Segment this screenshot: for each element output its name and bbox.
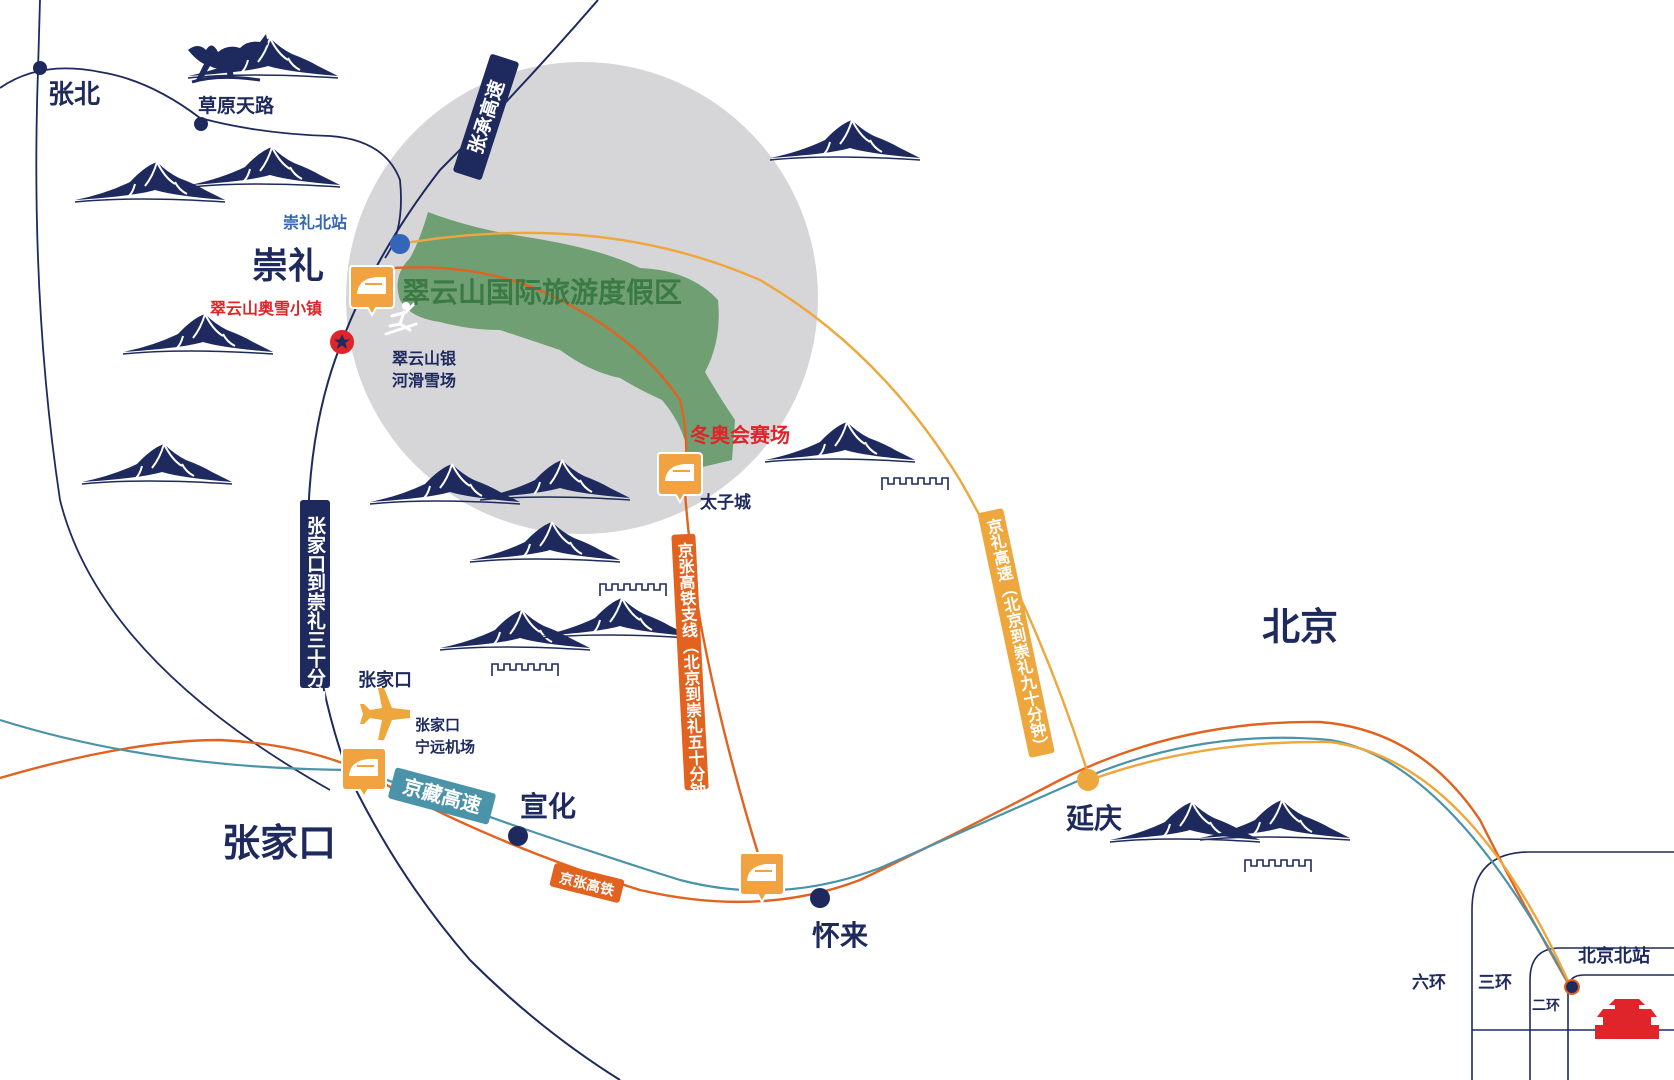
taizicheng-label: 太子城 — [700, 492, 751, 513]
airport-label-line1: 张家口 — [415, 716, 460, 734]
skier-icon — [384, 302, 418, 336]
caoyuan-tianlu-road — [0, 67, 402, 259]
zhangbei-road — [35, 0, 331, 791]
star-marker-icon — [330, 330, 354, 354]
airport-label-line2: 宁远机场 — [415, 738, 475, 756]
airplane-icon — [360, 688, 410, 740]
caoyuan-tianlu-label: 草原天路 — [198, 94, 275, 117]
mountain-icon — [1199, 799, 1351, 841]
train-station-icon — [739, 852, 785, 903]
yanqing-label: 延庆 — [1065, 802, 1122, 835]
great-wall-icon — [491, 663, 559, 677]
resort-label: 翠云山国际旅游度假区 — [402, 276, 682, 309]
mountain-icon — [81, 443, 233, 485]
zhangcheng-label-badge: 张承高速 — [453, 54, 519, 180]
branch-hsr-line — [369, 266, 762, 861]
ring3-label: 三环 — [1478, 973, 1512, 993]
mountain-icon — [122, 313, 274, 355]
beijing-label: 北京 — [1262, 605, 1338, 649]
caoyuan-tianlu-dot — [194, 117, 208, 131]
aoxue-town-label: 翠云山奥雪小镇 — [210, 299, 322, 318]
chongli-north-station-label: 崇礼北站 — [283, 213, 347, 232]
jingli-expressway-line — [399, 231, 1574, 991]
jingli-label: 京礼高速（北京到崇礼九十分钟） — [982, 515, 1052, 755]
zhangjiakou-city-label: 张家口 — [222, 821, 336, 865]
chongli-north-station-dot — [390, 234, 410, 254]
xuanhua-label: 宣化 — [520, 790, 576, 823]
mountain-icon — [769, 119, 921, 161]
route-lines — [0, 0, 1574, 1080]
mountain-icon — [189, 146, 341, 188]
jingzhang-hsr-line — [0, 720, 1574, 991]
ring6-label: 六环 — [1412, 972, 1446, 993]
huailai-dot — [810, 888, 830, 908]
train-station-icon — [349, 265, 395, 316]
huailai-label: 怀来 — [812, 919, 868, 952]
train-station-icon — [657, 452, 703, 503]
mountain-icon — [1109, 801, 1261, 843]
zhangbei-dot — [33, 61, 47, 75]
great-wall-icon — [881, 477, 949, 491]
train-station-icon — [341, 747, 387, 798]
branch-line-badge: 京张高铁支线（北京到崇礼五十分钟） — [671, 533, 709, 814]
beijing-north-dot — [1564, 979, 1580, 995]
zj-to-chongli-label: 张家口到崇礼三十分钟 — [304, 516, 326, 707]
yanqing-dot — [1077, 769, 1099, 791]
zhangjiakou-small-label: 张家口 — [358, 669, 412, 691]
olympic-venue-label: 冬奥会赛场 — [690, 423, 790, 447]
zj-to-chongli-badge: 张家口到崇礼三十分钟 — [300, 500, 330, 707]
xuanhua-dot — [508, 826, 528, 846]
great-wall-icon — [599, 583, 667, 597]
chongli-label: 崇礼 — [252, 246, 324, 287]
tiananmen-icon — [1595, 999, 1659, 1039]
ski-resort-label-line1: 翠云山银 — [392, 349, 457, 368]
jingzhang-hsr-badge: 京张高铁 — [549, 863, 625, 903]
beijing-north-label: 北京北站 — [1578, 945, 1650, 967]
mountain-icon — [74, 161, 226, 203]
mountain-icon — [539, 597, 691, 639]
zhangbei-label: 张北 — [48, 80, 100, 110]
jingli-badge: 京礼高速（北京到崇礼九十分钟） — [978, 508, 1055, 758]
resort-area — [397, 212, 735, 470]
jingzang-badge: 京藏高速 — [388, 767, 496, 825]
ski-resort-label-line2: 河滑雪场 — [392, 371, 456, 390]
ring2-label: 二环 — [1532, 998, 1560, 1014]
great-wall-icon — [1244, 859, 1312, 873]
horse-statue-icon — [188, 34, 268, 84]
